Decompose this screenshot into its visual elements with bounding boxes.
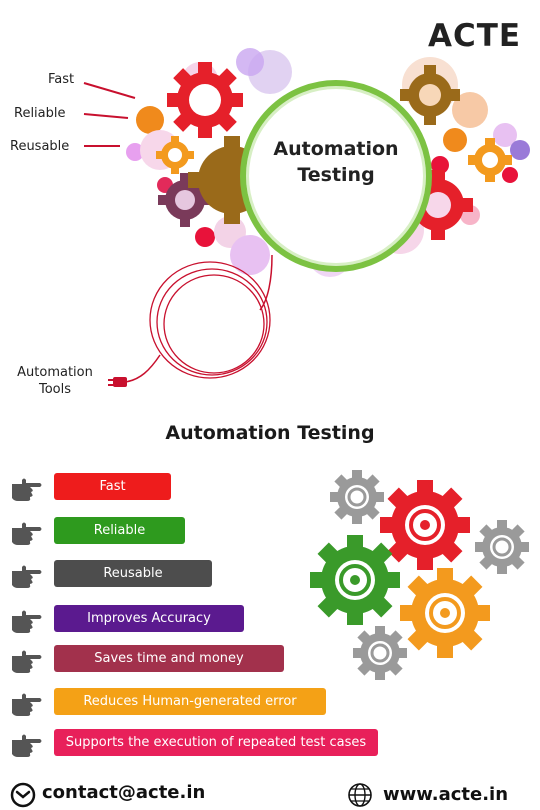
benefit-pill: Improves Accuracy — [54, 605, 244, 632]
benefit-pill: Fast — [54, 473, 171, 500]
gear-gray-right-icon — [475, 520, 529, 574]
pointing-hand-icon — [12, 610, 42, 633]
globe-icon — [348, 783, 372, 807]
label-automation-tools: Automation Tools — [10, 364, 100, 398]
pointing-hand-icon — [12, 734, 42, 757]
benefit-pill: Supports the execution of repeated test … — [54, 729, 378, 756]
benefit-pill: Saves time and money — [54, 645, 284, 672]
gear-red-icon — [380, 480, 470, 570]
label-reliable: Reliable — [14, 106, 66, 121]
center-title-line1: Automation — [273, 138, 399, 160]
pointing-hand-icon — [12, 650, 42, 673]
pointing-hand-icon — [12, 565, 42, 588]
gear-orange-icon — [400, 568, 490, 658]
pointing-hand-icon — [12, 478, 42, 501]
pointing-hand-icon — [12, 693, 42, 716]
center-circle: Automation Testing — [240, 80, 432, 272]
label-tools-line1: Automation — [17, 365, 93, 380]
benefit-pill: Reliable — [54, 517, 185, 544]
benefit-pill: Reduces Human-generated error — [54, 688, 326, 715]
acte-logo: ACTE — [428, 18, 522, 54]
gear-gray-icon — [330, 470, 384, 524]
website-link[interactable]: www.acte.in — [383, 784, 509, 805]
section-title: Automation Testing — [165, 422, 375, 444]
gear-gray-bottom-icon — [353, 626, 407, 680]
label-reusable: Reusable — [10, 139, 70, 154]
pointing-hand-icon — [12, 522, 42, 545]
benefit-pill: Reusable — [54, 560, 212, 587]
contact-email[interactable]: contact@acte.in — [42, 782, 206, 803]
center-title-line2: Testing — [297, 164, 375, 186]
email-icon — [10, 782, 36, 808]
gears-cluster — [310, 470, 529, 680]
label-fast: Fast — [48, 72, 75, 87]
center-title: Automation Testing — [246, 136, 426, 188]
label-tools-line2: Tools — [38, 382, 72, 397]
gear-green-icon — [310, 535, 400, 625]
